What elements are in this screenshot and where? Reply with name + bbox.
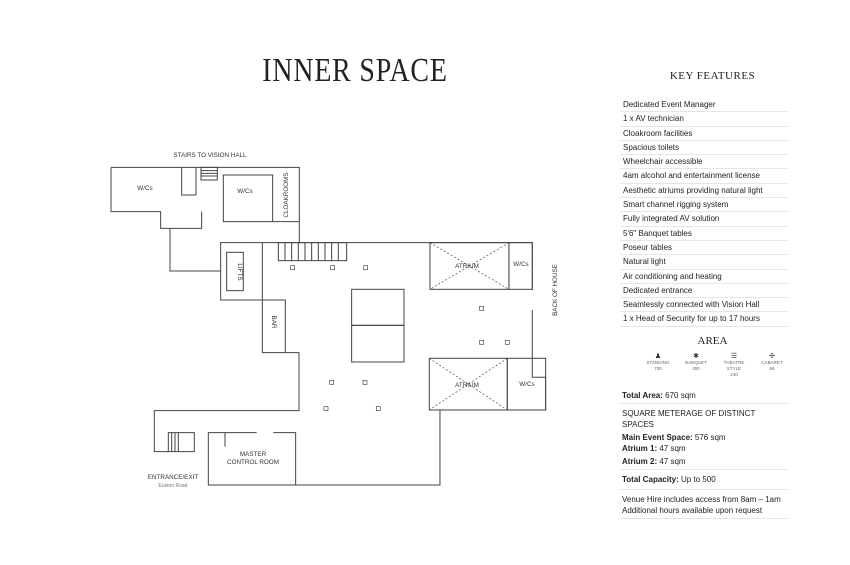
label-wc: W/Cs — [519, 381, 534, 388]
capacity-label: THEATRE STYLE — [723, 360, 745, 371]
floor-plan: STAIRS TO VISION HALL W/Cs W/Cs CLOAKROO… — [110, 152, 559, 489]
label-master: MASTER — [240, 451, 267, 458]
main-space: Main Event Space: 576 sqm — [622, 433, 726, 442]
feature-item: Poseur tables — [620, 241, 788, 256]
feature-item: Air conditioning and heating — [620, 270, 788, 284]
capacity-label: BANQUET — [685, 360, 707, 365]
feature-item: Dedicated entrance — [620, 284, 788, 299]
label-wc: W/Cs — [137, 185, 152, 192]
label-stairs: STAIRS TO VISION HALL — [173, 152, 247, 159]
capacity-value: 300 — [692, 366, 700, 371]
banquet-icon: ✱ — [693, 353, 699, 360]
columns — [290, 265, 510, 411]
feature-item: Dedicated Event Manager — [620, 98, 788, 113]
total-area: Total Area: 670 sqm — [620, 388, 788, 404]
feature-item: Fully integrated AV solution — [620, 212, 788, 227]
feature-item: Smart channel rigging system — [620, 198, 788, 213]
distinct-heading: SQUARE METERAGE OF DISTINCT SPACES — [622, 409, 756, 429]
feature-item: 1 x AV technician — [620, 112, 788, 127]
label-control-room: CONTROL ROOM — [227, 459, 279, 466]
page-title: INNER SPACE — [262, 52, 448, 89]
label-wc: W/Cs — [237, 188, 252, 195]
capacity-value: 65 — [769, 366, 775, 371]
feature-item: Aesthetic atriums providing natural ligh… — [620, 184, 788, 199]
label-atrium-2: ATRIUM — [455, 382, 479, 389]
total-capacity: Total Capacity: Up to 500 — [620, 470, 788, 490]
label-entrance: ENTRANCE/EXIT — [148, 474, 199, 481]
atrium-2: Atrium 2: 47 sqm — [620, 454, 788, 470]
area-info: Total Area: 670 sqm SQUARE METERAGE OF D… — [620, 388, 788, 519]
label-bar: BAR — [270, 316, 277, 329]
atrium-1: Atrium 1: 47 sqm — [622, 444, 686, 453]
feature-item: 4am alcohol and entertainment license — [620, 169, 788, 184]
capacity-value: 240 — [730, 372, 738, 377]
atrium-voids — [429, 242, 510, 411]
label-wc: W/Cs — [513, 261, 528, 268]
feature-item: Seamlessly connected with Vision Hall — [620, 298, 788, 313]
feature-item: Spacious toilets — [620, 141, 788, 156]
feature-item: 1 x Head of Security for up to 17 hours — [620, 312, 788, 327]
label-road: Euston Road — [159, 483, 188, 489]
cabaret-icon: ✣ — [769, 353, 775, 360]
area-heading: AREA — [697, 335, 728, 347]
capacity-value: 700 — [654, 366, 662, 371]
capacity-label: STANDING — [646, 360, 670, 365]
hire-info: Venue Hire includes access from 8am – 1a… — [620, 490, 788, 519]
key-features-heading: KEY FEATURES — [669, 70, 756, 82]
feature-item: Wheelchair accessible — [620, 155, 788, 170]
walls — [110, 166, 547, 486]
label-lifts: LIFTS — [236, 263, 243, 280]
feature-item: 5'6" Banquet tables — [620, 227, 788, 241]
theatre-icon: ☰ — [730, 353, 738, 360]
capacity-label: CABARET — [761, 360, 783, 365]
label-back-of-house: BACK OF HOUSE — [552, 264, 559, 316]
label-atrium-1: ATRIUM — [455, 263, 479, 270]
feature-item: Natural light — [620, 255, 788, 270]
label-cloakrooms: CLOAKROOMS — [283, 172, 290, 217]
feature-item: Cloakroom facilities — [620, 127, 788, 141]
standing-icon: ♟ — [654, 353, 662, 360]
